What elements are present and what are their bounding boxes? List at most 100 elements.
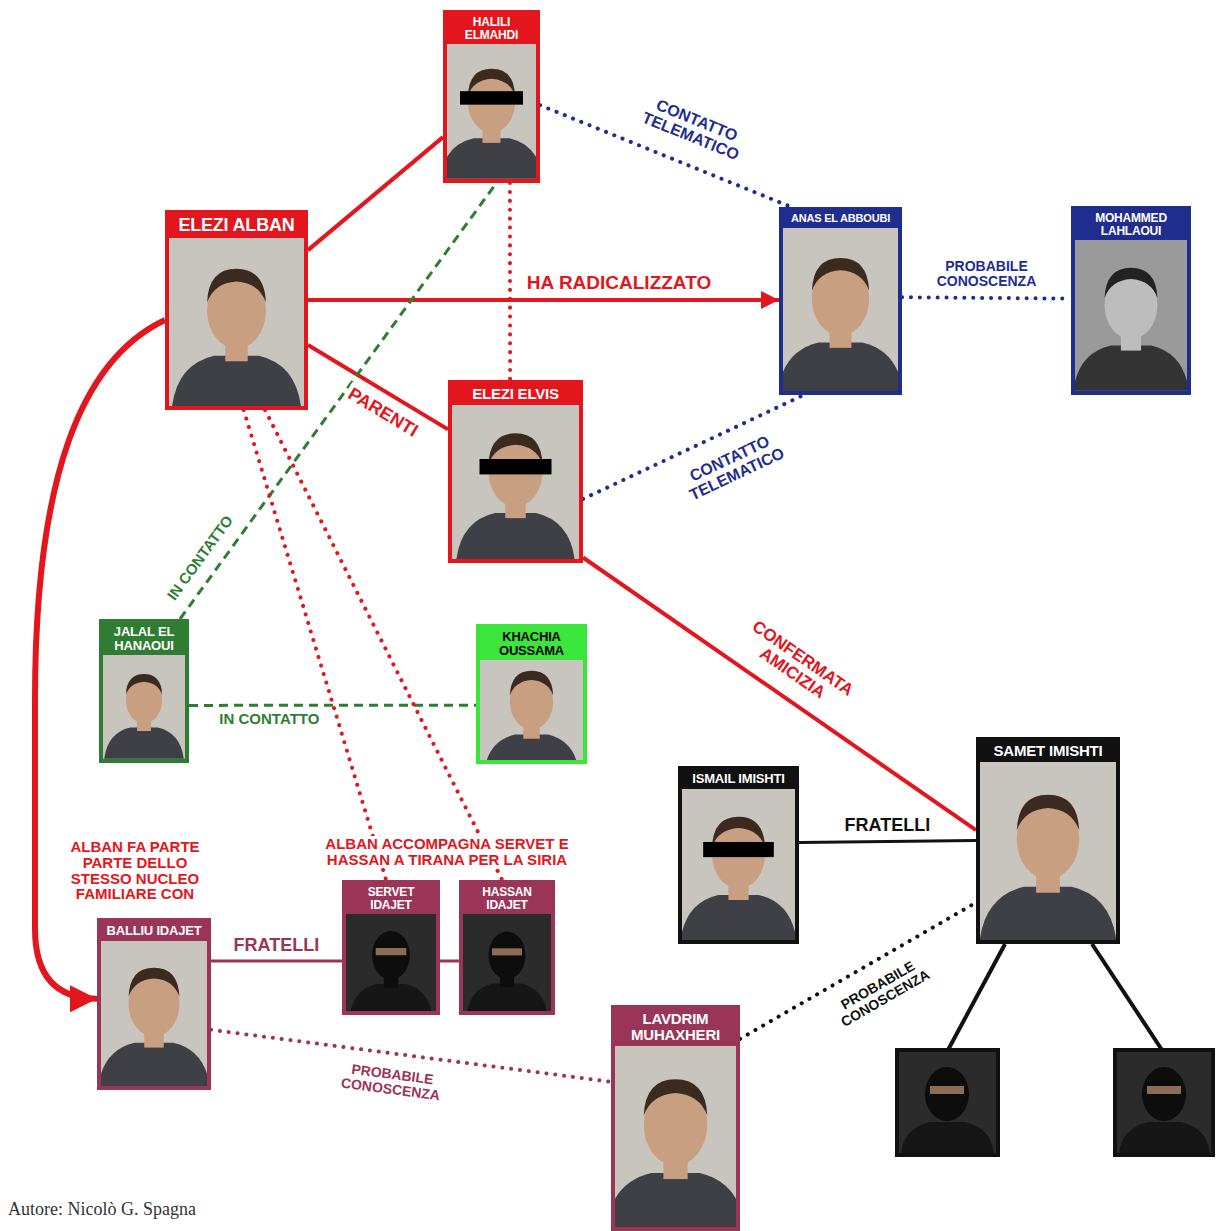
photo-frame xyxy=(447,44,536,179)
person-card: ISMAIL IMISHTI xyxy=(678,766,799,944)
photo-frame xyxy=(346,914,436,1011)
photo-placeholder xyxy=(615,1046,736,1228)
person-card: MOHAMMED LAHLAOUI xyxy=(1071,206,1191,395)
censor-bar xyxy=(703,842,774,857)
name-heading: ELEZI ALBAN xyxy=(169,214,304,238)
person-card: HALILI ELMAHDI xyxy=(443,10,540,183)
relation-label: PROBABILE CONOSCENZA xyxy=(824,950,939,1035)
relation-label: CONTATTO TELEMATICO xyxy=(669,424,797,509)
name-heading: HALILI ELMAHDI xyxy=(447,14,536,44)
person-card: LAVDRIM MUHAXHERI xyxy=(611,1005,740,1231)
hair xyxy=(1105,268,1158,298)
eye-slit xyxy=(376,948,407,955)
shoulders xyxy=(456,513,574,559)
person-card: HASSAN IDAJET xyxy=(459,880,555,1015)
shoulders xyxy=(980,887,1116,940)
photo-frame xyxy=(615,1046,736,1228)
photo-ground xyxy=(452,405,579,559)
photo-ground xyxy=(1075,240,1187,391)
person-card: SERVET IDAJET xyxy=(342,880,440,1015)
photo-ground xyxy=(783,228,898,391)
relation-label: IN CONTATTO xyxy=(216,710,322,728)
eye-slit xyxy=(492,949,522,956)
relation-connector xyxy=(508,183,512,380)
photo-placeholder xyxy=(480,660,583,760)
photo-placeholder xyxy=(463,914,551,1011)
relation-label: CONFERMATA AMICIZIA xyxy=(731,612,863,720)
shoulders xyxy=(1119,1122,1210,1153)
person-card: BALLIU IDAJET xyxy=(97,918,211,1090)
relation-label: FRATELLI xyxy=(231,935,323,956)
photo-frame xyxy=(103,655,185,759)
relation-connector xyxy=(902,297,1071,298)
photo-placeholder xyxy=(1075,240,1187,391)
hair xyxy=(129,967,180,996)
relation-connector xyxy=(244,410,386,880)
hair xyxy=(126,674,162,695)
name-heading: HASSAN IDAJET xyxy=(463,884,551,914)
photo-ground xyxy=(480,660,583,760)
photo-placeholder xyxy=(103,655,185,759)
photo-frame xyxy=(452,405,579,559)
family-line xyxy=(948,944,1005,1050)
name-heading: SERVET IDAJET xyxy=(346,884,436,914)
photo-ground xyxy=(103,655,185,759)
relation-label: IN CONTATTO xyxy=(162,510,239,606)
relation-label: ALBAN FA PARTE PARTE DELLO STESSO NUCLEO… xyxy=(60,838,210,903)
shoulders xyxy=(350,984,433,1011)
photo-frame xyxy=(1075,240,1187,391)
photo-ground xyxy=(101,941,207,1086)
photo-placeholder xyxy=(783,228,898,391)
photo-placeholder xyxy=(452,405,579,559)
photo-placeholder xyxy=(169,238,304,406)
shoulders xyxy=(447,139,536,179)
note-label: ALBAN ACCOMPAGNA SERVET E HASSAN A TIRAN… xyxy=(322,836,572,868)
relation-connector xyxy=(440,960,459,963)
relation-connector xyxy=(308,137,443,250)
author-credit: Autore: Nicolò G. Spagna xyxy=(8,1200,328,1219)
masked-photo xyxy=(897,1050,998,1155)
hair xyxy=(812,258,869,291)
shoulders xyxy=(467,984,548,1011)
relation-connector xyxy=(308,298,779,302)
family-line xyxy=(1092,944,1162,1050)
shoulders xyxy=(615,1173,736,1227)
photo-frame xyxy=(480,660,583,760)
censor-bar xyxy=(480,459,552,474)
person-card: SAMET IMISHTI xyxy=(976,737,1120,944)
photo-frame xyxy=(169,238,304,406)
photo-frame xyxy=(980,762,1116,940)
shoulders xyxy=(682,895,795,940)
photo-ground xyxy=(169,238,304,406)
relation-label: FRATELLI xyxy=(842,815,934,836)
hair xyxy=(644,1079,708,1115)
photo-ground xyxy=(615,1046,736,1228)
masked-head xyxy=(1142,1067,1186,1121)
hair xyxy=(510,671,553,696)
relation-label: PROBABILE CONOSCENZA xyxy=(332,1058,450,1104)
shoulders xyxy=(101,1042,207,1086)
photo-frame xyxy=(682,789,795,940)
photo-placeholder xyxy=(101,941,207,1086)
shoulders xyxy=(172,356,301,406)
photo-frame xyxy=(101,941,207,1086)
name-heading: SAMET IMISHTI xyxy=(980,741,1116,762)
shoulders xyxy=(901,1122,994,1153)
eye-slit xyxy=(930,1086,964,1094)
relation-connector xyxy=(189,704,476,707)
shoulders xyxy=(1075,346,1187,391)
person-card: ELEZI ALBAN xyxy=(165,210,308,410)
relation-label: CONTATTO TELEMATICO xyxy=(629,89,758,169)
head xyxy=(489,932,526,980)
shoulders xyxy=(104,728,184,759)
name-heading: BALLIU IDAJET xyxy=(101,922,207,941)
photo-placeholder xyxy=(346,914,436,1011)
relation-connector xyxy=(211,960,342,963)
hair xyxy=(207,269,266,303)
name-heading: KHACHIA OUSSAMA xyxy=(480,628,583,660)
hair xyxy=(1017,794,1079,830)
photo-ground xyxy=(682,789,795,940)
person-card: ANAS EL ABBOUBI xyxy=(779,207,902,395)
photo-ground xyxy=(346,914,436,1011)
